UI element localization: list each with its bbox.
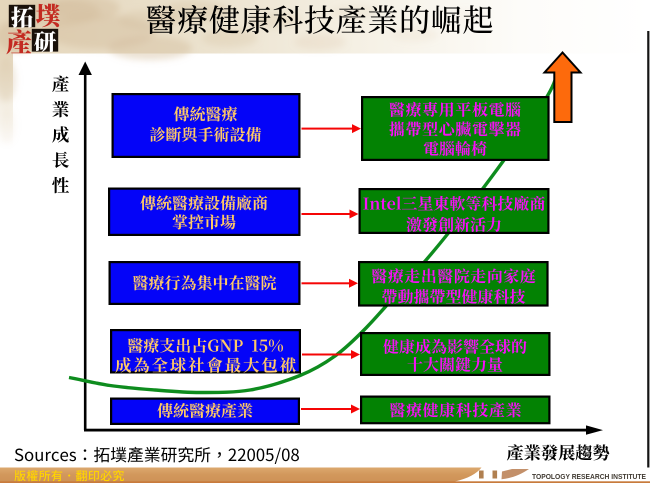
- svg-text:TOPOLOGY RESEARCH INSTITUTE: TOPOLOGY RESEARCH INSTITUTE: [532, 472, 646, 481]
